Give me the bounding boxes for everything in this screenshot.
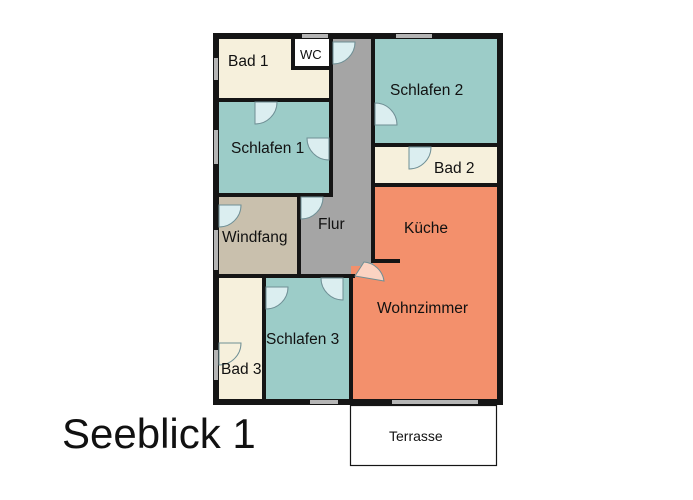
windows: [214, 34, 478, 404]
outer-walls: [213, 33, 503, 405]
label-flur: Flur: [318, 216, 345, 233]
interior-walls: [219, 38, 498, 400]
label-schlafen1: Schlafen 1: [231, 140, 304, 157]
door-schlafen3-side: [265, 286, 289, 310]
terrace: [349, 404, 498, 467]
door-schlafen1-side: [306, 137, 330, 161]
label-bad3: Bad 3: [221, 361, 262, 378]
room-kueche-wohnzimmer: [373, 185, 498, 400]
plan-title: Seeblick 1: [62, 410, 256, 457]
room-bad2: [373, 145, 498, 185]
doors: [218, 41, 432, 366]
room-wohnzimmer-left: [351, 266, 373, 400]
door-wc: [332, 41, 356, 65]
label-windfang: Windfang: [222, 229, 287, 246]
door-flur: [300, 196, 324, 220]
door-windfang: [218, 204, 242, 228]
door-schlafen1-top: [254, 101, 278, 125]
room-bad3: [219, 276, 264, 400]
label-terrasse: Terrasse: [389, 428, 443, 444]
door-schlafen2: [374, 102, 398, 126]
room-schlafen2: [373, 38, 498, 145]
door-schlafen3-top: [320, 277, 344, 301]
label-bad1: Bad 1: [228, 53, 269, 70]
label-kueche: Küche: [404, 220, 448, 237]
room-wc: [293, 38, 331, 68]
label-wc: WC: [300, 47, 322, 62]
label-schlafen3: Schlafen 3: [266, 331, 339, 348]
label-wohnzimmer: Wohnzimmer: [377, 300, 468, 317]
door-wohnzimmer: [354, 261, 385, 282]
label-schlafen2: Schlafen 2: [390, 82, 463, 99]
door-bad2: [408, 146, 432, 170]
door-bad3: [218, 342, 242, 366]
label-bad2: Bad 2: [434, 160, 475, 177]
